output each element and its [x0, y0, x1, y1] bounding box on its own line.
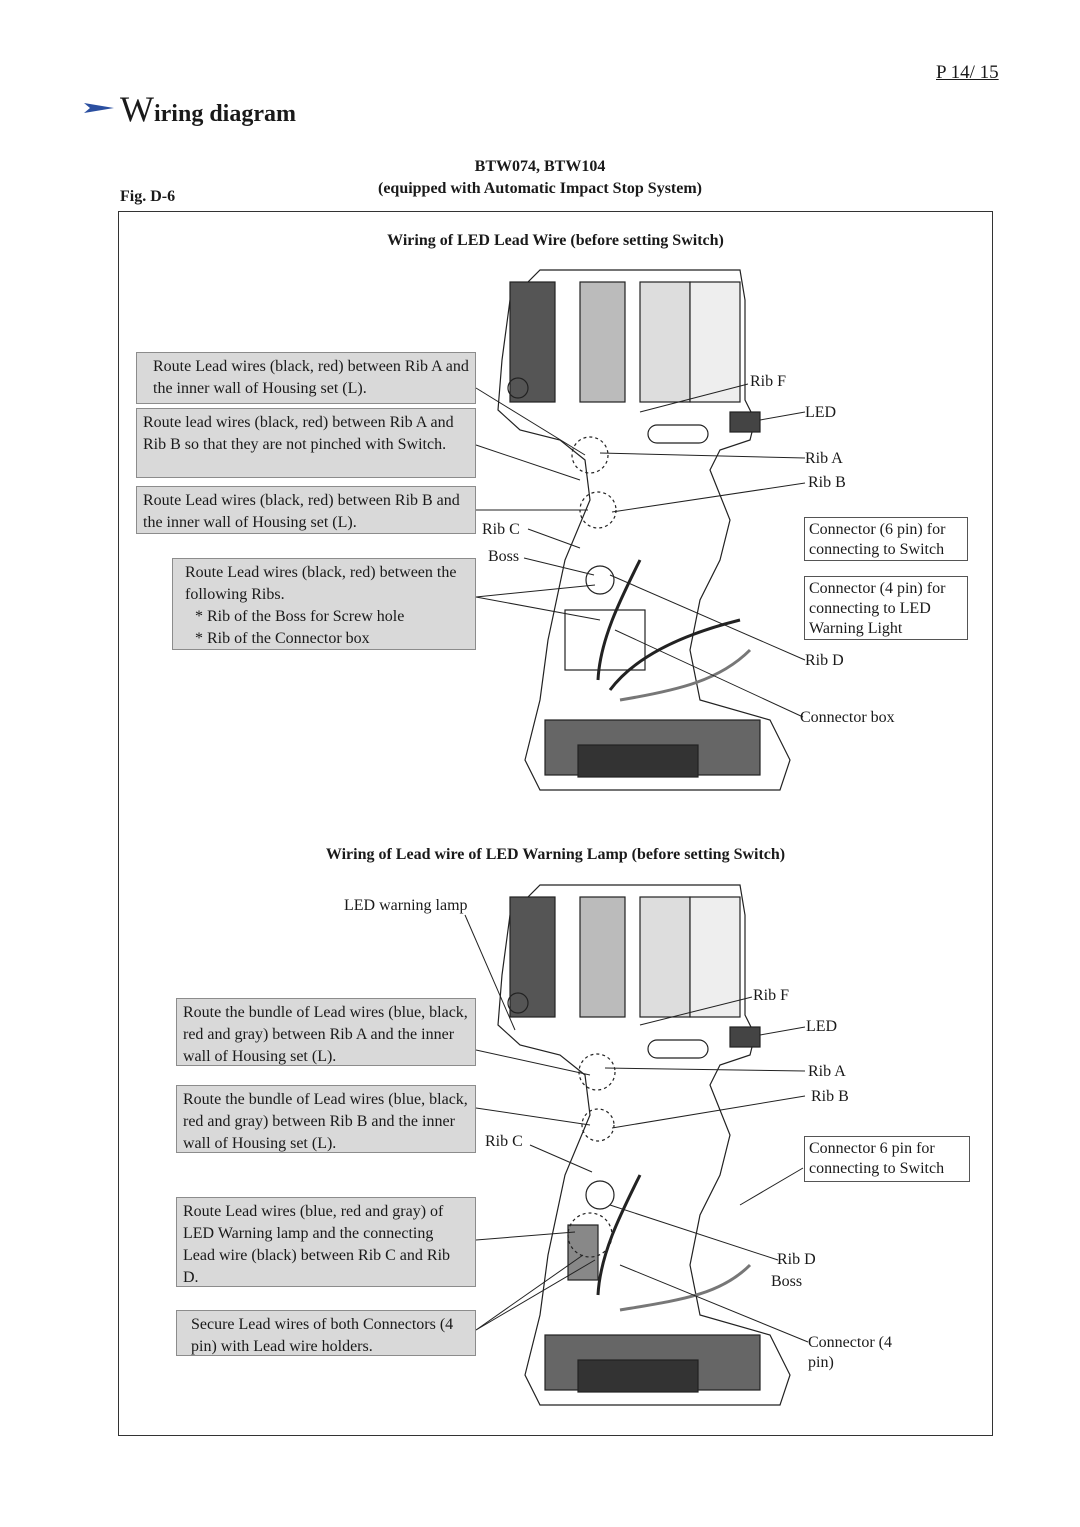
title-initial: W	[120, 89, 154, 129]
tool-drawing-1	[497, 269, 791, 791]
label2-rib-f: Rib F	[753, 987, 790, 1004]
label-led-warning-lamp: LED warning lamp	[344, 897, 468, 914]
section1-note-4-item2: * Rib of the Connector box	[195, 630, 370, 647]
label-rib-f: Rib F	[750, 373, 787, 390]
title-rest: iring diagram	[153, 101, 296, 127]
figure-label: Fig. D-6	[120, 188, 176, 205]
section2-note-2: Route the bundle of Lead wires (blue, bl…	[176, 1085, 476, 1153]
model-names: BTW074, BTW104	[474, 158, 606, 175]
label2-led: LED	[806, 1018, 838, 1035]
label2-connector-6pin: Connector 6 pin for connecting to Switch	[804, 1136, 970, 1182]
label-rib-a: Rib A	[805, 450, 843, 467]
label2-rib-b: Rib B	[811, 1088, 849, 1105]
tool-drawing-2	[497, 884, 791, 1406]
section1-note-2: Route lead wires (black, red) between Ri…	[136, 408, 476, 478]
label2-boss: Boss	[771, 1273, 803, 1290]
diagram-frame	[118, 211, 993, 1436]
section1-note-4-item1: * Rib of the Boss for Screw hole	[195, 608, 405, 625]
section1-note-4: Route Lead wires (black, red) between th…	[172, 558, 476, 650]
label-connector-6pin: Connector (6 pin) for connecting to Swit…	[804, 517, 968, 561]
label-boss: Boss	[488, 548, 520, 565]
label2-rib-d: Rib D	[777, 1251, 816, 1268]
arrow-right-icon	[84, 103, 114, 113]
label-connector-box: Connector box	[800, 709, 895, 726]
section1-heading: Wiring of LED Lead Wire (before setting …	[387, 232, 724, 249]
section2-heading: Wiring of Lead wire of LED Warning Lamp …	[325, 846, 786, 863]
label2-connector-4pin: Connector (4 pin)	[808, 1334, 892, 1371]
label-rib-b: Rib B	[808, 474, 846, 491]
label-rib-d: Rib D	[805, 652, 844, 669]
leader-lines-2	[464, 914, 809, 1343]
section2-note-3: Route Lead wires (blue, red and gray) of…	[176, 1197, 476, 1287]
section1-note-3: Route Lead wires (black, red) between Ri…	[136, 486, 476, 534]
page-number: P 14/ 15	[936, 62, 999, 83]
section1-note-4-text: Route Lead wires (black, red) between th…	[185, 564, 457, 603]
section1-note-1: Route Lead wires (black, red) between Ri…	[136, 352, 476, 404]
label-rib-c: Rib C	[482, 521, 520, 538]
label-led: LED	[805, 404, 837, 421]
section2-note-4: Secure Lead wires of both Connectors (4 …	[176, 1310, 476, 1356]
label2-rib-a: Rib A	[808, 1063, 846, 1080]
figure-subtitle: (equipped with Automatic Impact Stop Sys…	[377, 180, 702, 197]
section2-note-1: Route the bundle of Lead wires (blue, bl…	[176, 998, 476, 1066]
label-connector-4pin: Connector (4 pin) for connecting to LED …	[804, 576, 968, 640]
leader-lines-1	[475, 383, 806, 718]
label2-rib-c: Rib C	[485, 1133, 523, 1150]
